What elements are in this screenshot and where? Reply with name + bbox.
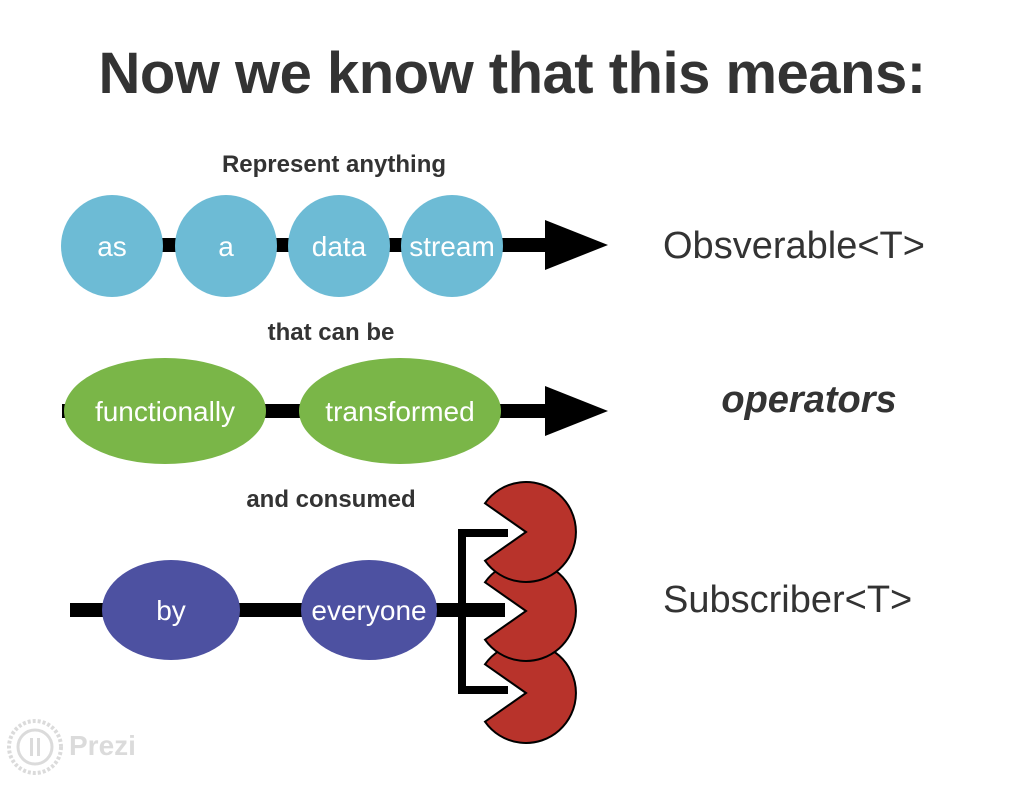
bubble-a-label: a: [218, 231, 234, 262]
bubble-stream-circle: [401, 195, 503, 297]
consumer-fork-line: [458, 529, 508, 694]
bubble-by-ellipse: [102, 560, 240, 660]
prezi-watermark: Prezi: [6, 718, 136, 775]
caption-represent-anything: Represent anything: [222, 151, 446, 178]
bubble-transformed-label: transformed: [325, 396, 474, 427]
stream-arrowhead-icon: [545, 220, 608, 270]
label-subscriber: Subscriber<T>: [663, 579, 912, 621]
label-operators: operators: [721, 379, 896, 421]
bubble-by: by: [102, 560, 240, 660]
bubble-data: data: [288, 195, 390, 297]
bubble-as-circle: [61, 195, 163, 297]
bubble-functionally-label: functionally: [95, 396, 235, 427]
bubble-data-circle: [288, 195, 390, 297]
bubble-functionally-ellipse: [64, 358, 266, 464]
consumer-pacman-icon-1: [483, 481, 577, 583]
row-stream: Represent anything as a data stream Obsv…: [61, 151, 925, 297]
bubble-as: as: [61, 195, 163, 297]
row-subscribers: and consumed by everyone Subscriber<T>: [70, 481, 912, 744]
prezi-watermark-text: Prezi: [69, 730, 136, 761]
operators-arrowhead-icon: [545, 386, 608, 436]
slide-title: Now we know that this means:: [98, 41, 926, 106]
bubble-by-label: by: [156, 595, 186, 626]
prezi-logo-icon: [7, 719, 63, 775]
caption-and-consumed: and consumed: [246, 486, 415, 513]
bubble-transformed-ellipse: [299, 358, 501, 464]
label-observable: Obsverable<T>: [663, 225, 925, 267]
bubble-data-label: data: [312, 231, 367, 262]
bubble-everyone-label: everyone: [311, 595, 426, 626]
bubble-stream-label: stream: [409, 231, 495, 262]
caption-that-can-be: that can be: [268, 319, 395, 346]
bubble-as-label: as: [97, 231, 127, 262]
bubble-transformed: transformed: [299, 358, 501, 464]
bubble-functionally: functionally: [64, 358, 266, 464]
bubble-a: a: [175, 195, 277, 297]
bubble-everyone-ellipse: [301, 560, 437, 660]
bubble-a-circle: [175, 195, 277, 297]
row-operators: that can be functionally transformed ope…: [62, 319, 897, 464]
bubble-stream: stream: [401, 195, 503, 297]
bubble-everyone: everyone: [301, 560, 437, 660]
